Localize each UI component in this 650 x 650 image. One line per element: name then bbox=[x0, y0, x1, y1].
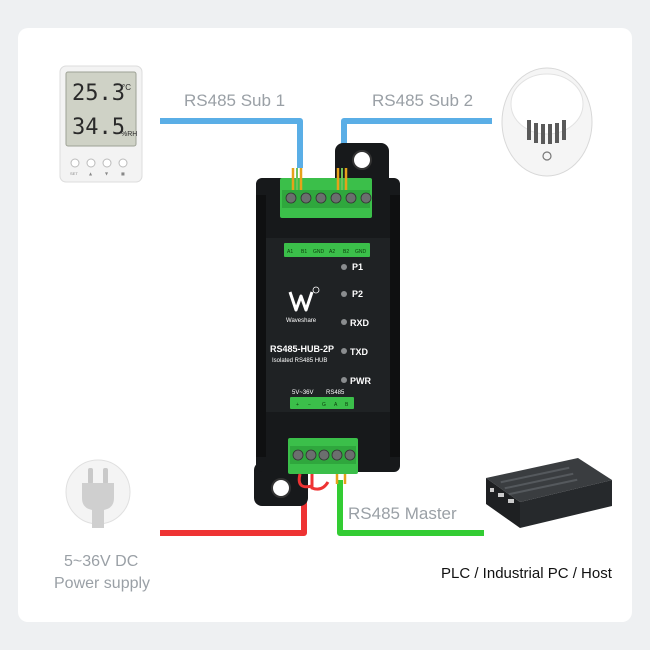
bottom-term-b: B bbox=[345, 402, 349, 408]
bottom-group-rs485: RS485 bbox=[326, 390, 345, 396]
model-subtitle: Isolated RS485 HUB bbox=[272, 358, 327, 364]
thermo-button-4: ■ bbox=[121, 171, 125, 176]
bottom-terminal-block bbox=[288, 438, 358, 491]
top-term-b2: B2 bbox=[343, 249, 349, 255]
wire-sub1 bbox=[160, 118, 303, 168]
model-name: RS485-HUB-2P bbox=[270, 344, 334, 354]
thermo-humidity-unit: %RH bbox=[121, 131, 137, 138]
bottom-term-plus: + bbox=[296, 402, 299, 408]
power-plug-icon bbox=[65, 459, 131, 528]
smoke-detector bbox=[501, 67, 593, 177]
top-term-gnd2: GND bbox=[355, 249, 367, 255]
indicator-leds: P1 P2 RXD TXD PWR bbox=[341, 262, 371, 386]
top-term-b1: B1 bbox=[301, 249, 307, 255]
top-term-a1: A1 bbox=[287, 249, 293, 255]
indicator-txd: TXD bbox=[350, 347, 369, 357]
thermo-temperature: 25.3 bbox=[72, 81, 125, 106]
bottom-terminal-labels: 5V~36V RS485 + − G A B bbox=[290, 390, 354, 409]
industrial-pc bbox=[486, 458, 612, 528]
thermo-button-2: ▲ bbox=[89, 171, 93, 176]
waveshare-logo: Waveshare bbox=[286, 286, 320, 324]
thermo-humidity: 34.5 bbox=[72, 115, 125, 140]
bottom-term-a: A bbox=[334, 402, 338, 408]
wire-master bbox=[337, 480, 484, 536]
top-term-a2: A2 bbox=[329, 249, 335, 255]
top-terminal-labels: A1 B1 GND A2 B2 GND bbox=[284, 243, 370, 257]
thermo-buttons: SET ▲ ▼ ■ bbox=[70, 158, 128, 176]
indicator-p2: P2 bbox=[352, 289, 363, 299]
label-host: PLC / Industrial PC / Host bbox=[441, 565, 613, 582]
label-power-line2: Power supply bbox=[54, 575, 150, 592]
label-sub1: RS485 Sub 1 bbox=[184, 91, 285, 110]
label-sub2: RS485 Sub 2 bbox=[372, 91, 473, 110]
thermo-temp-unit: °C bbox=[122, 83, 131, 92]
indicator-pwr: PWR bbox=[350, 376, 371, 386]
bottom-term-g: G bbox=[322, 402, 326, 408]
bottom-term-minus: − bbox=[308, 402, 311, 408]
bottom-group-power: 5V~36V bbox=[292, 390, 314, 396]
brand-name: Waveshare bbox=[286, 318, 317, 324]
label-power-line1: 5~36V DC bbox=[64, 553, 138, 570]
indicator-rxd: RXD bbox=[350, 318, 370, 328]
top-term-gnd1: GND bbox=[313, 249, 325, 255]
thermo-button-3: ▼ bbox=[105, 171, 109, 176]
thermo-hygrometer: 25.3 °C 34.5 %RH SET ▲ ▼ ■ bbox=[59, 65, 143, 183]
label-master: RS485 Master bbox=[348, 504, 457, 523]
hub-device bbox=[256, 178, 400, 472]
indicator-p1: P1 bbox=[352, 262, 363, 272]
mount-top bbox=[335, 143, 389, 187]
top-terminal-block bbox=[280, 168, 372, 218]
thermo-button-1: SET bbox=[70, 171, 78, 176]
